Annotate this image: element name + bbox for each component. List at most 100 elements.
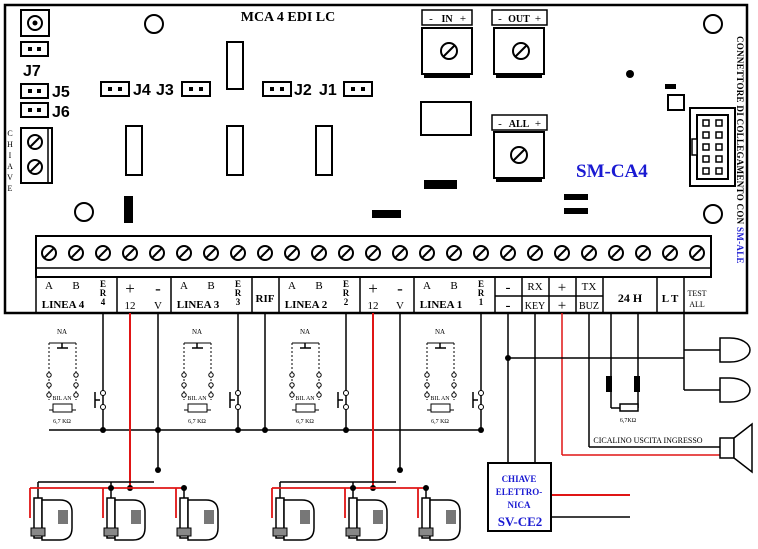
component-bar [424,180,457,189]
trimmer-all[interactable]: - ALL + [491,114,548,182]
connector-pin [702,167,710,175]
wire [37,481,185,508]
jumper-j2 [262,81,292,97]
device-lens [446,510,456,524]
screw-slot [124,247,136,259]
contact-dot [316,372,322,378]
bilan-label: BIL AN [295,396,315,402]
junction-dot [350,485,356,491]
jumper-pin [37,108,41,112]
jumper-j3 [181,81,211,97]
t-plus: + [558,280,566,296]
t-buz: BUZ [579,301,599,312]
svg-text:E: E [343,279,349,289]
device-base [176,527,192,537]
resistor-value: 6,7 KΩ [296,419,314,425]
screw-slot [178,247,190,259]
screw-slot [556,247,568,259]
t-a: A [45,280,53,292]
t-minus: - [155,279,161,298]
junction-dot [478,427,484,433]
jumper-pin [37,89,41,93]
pushbutton-dot [235,404,241,410]
na-label: NA [435,328,445,336]
t-minus: - [506,280,511,296]
component [667,94,685,111]
relay [226,125,244,176]
device-lens [373,510,383,524]
chiave-letter: C [7,129,12,138]
jumper-j5 [20,83,49,99]
screw [27,159,43,175]
junction-dot [262,427,268,433]
contact-dot [289,372,295,378]
cicalino-label: CICALINO USCITA INGRESSO [593,436,702,445]
contact-dot [208,372,214,378]
jumper-pin [280,87,284,91]
detector-device [176,497,219,541]
svg-text:2: 2 [344,297,349,307]
component-bar [564,194,588,200]
relay [125,125,143,176]
screw-slot [529,247,541,259]
board-title: MCA 4 EDI LC [241,10,336,25]
detector-device [345,497,388,541]
screw-slot [151,247,163,259]
t-er1: E R 1 [478,279,485,307]
t-rif: RIF [256,293,275,305]
external-wiring [49,313,720,518]
chiave-letter: H [7,140,13,149]
contact-dot [181,372,187,378]
contact-dot [289,392,295,398]
connector-pin [702,119,710,127]
screw-slot [340,247,352,259]
t-12: 12 [125,300,136,312]
contact-dot [181,392,187,398]
detector-device [103,497,146,541]
contact-dot [46,372,52,378]
component-bar [124,196,133,223]
resistor-value: 6,7 KΩ [188,419,206,425]
t-b: B [72,280,79,292]
junction-dot [181,485,187,491]
device-lens [204,510,214,524]
t-plus: + [368,279,378,298]
jumper-pin [28,89,32,93]
led-lamp [684,337,751,403]
detectors [29,481,461,541]
mounting-hole [703,14,723,34]
contact-dot [451,382,457,388]
na-label: NA [300,328,310,336]
trimmer-in[interactable]: - IN + [421,9,473,78]
contact-dot [424,382,430,388]
key-socket-hole [27,15,43,31]
t-v: V [396,300,404,312]
junction-dot [155,427,161,433]
terminal-label-dividers [116,277,685,313]
detector-wiring [29,481,187,518]
t-linea2: LINEA 2 [285,299,328,311]
jumper-pin [118,87,122,91]
connector-pin [715,155,723,163]
jumper-pin [189,87,193,91]
bilan-label: BIL AN [52,396,72,402]
jumper-pin [351,87,355,91]
bilan-label: BIL AN [430,396,450,402]
connector-pin [702,143,710,151]
wire-red [29,487,184,518]
t-linea1: LINEA 1 [420,299,463,311]
contact-dot [208,382,214,388]
screw-slot [313,247,325,259]
jumper-pin [37,47,41,51]
screw-slot [367,247,379,259]
contact-dot [316,382,322,388]
sv-label-1: CHIAVE [502,474,537,484]
detector-device [272,497,315,541]
sensor-group: NA BIL AN 6,7 KΩ [289,328,349,425]
trimmer-out[interactable]: - OUT + [491,9,548,78]
contact-dot [73,382,79,388]
jumper-j7-label: J7 [23,63,41,80]
t-b: B [207,280,214,292]
t-a: A [180,280,188,292]
